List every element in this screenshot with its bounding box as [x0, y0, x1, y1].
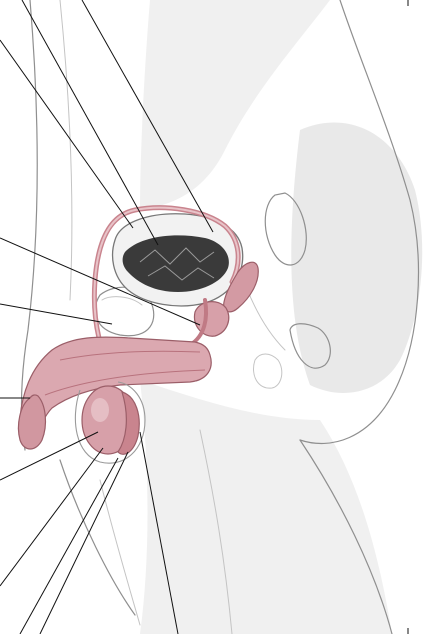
- leader-line-3: [0, 40, 133, 228]
- leader-line-7: [0, 432, 98, 480]
- leader-line-2: [22, 0, 158, 245]
- leader-line-10: [40, 452, 128, 634]
- leader-line-8: [0, 448, 103, 586]
- prostate-gland: [195, 302, 229, 337]
